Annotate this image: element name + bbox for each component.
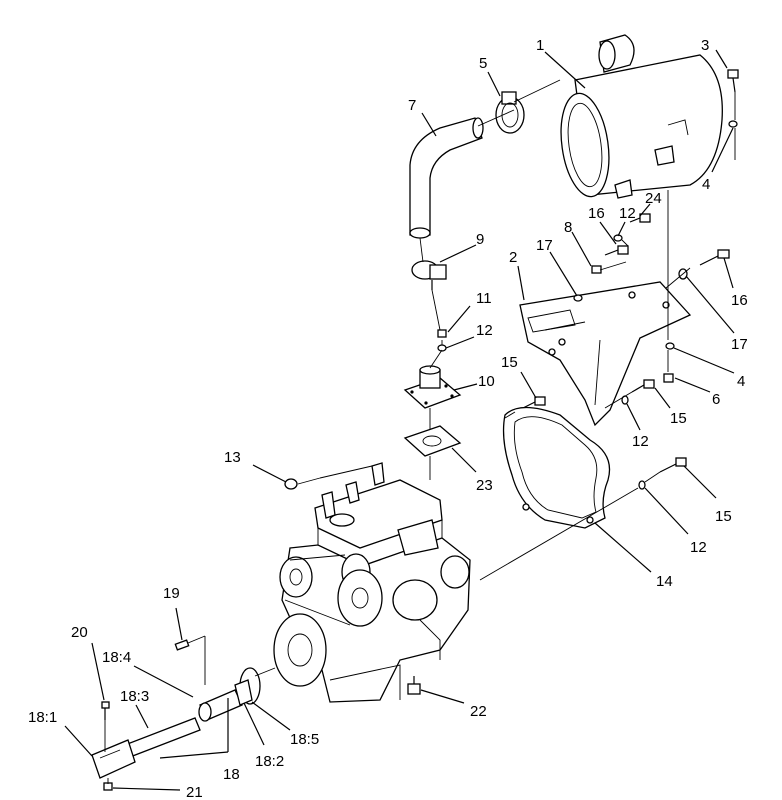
callout-1: 1 xyxy=(536,37,544,54)
callout-3: 3 xyxy=(701,37,709,54)
cap-screw-3 xyxy=(727,69,739,128)
callout-12b: 12 xyxy=(476,322,493,339)
callout-18-5: 18:5 xyxy=(290,731,319,748)
callout-18-3: 18:3 xyxy=(120,688,149,705)
callout-17b: 17 xyxy=(731,336,748,353)
callout-10: 10 xyxy=(478,373,495,390)
washer-4-right xyxy=(665,342,675,350)
bolt-24 xyxy=(629,213,651,223)
assembly-lines xyxy=(104,79,736,784)
bolt-16-right xyxy=(699,249,730,266)
callout-4a: 4 xyxy=(702,176,710,193)
callout-12c: 12 xyxy=(632,433,649,450)
callout-16b: 16 xyxy=(731,292,748,309)
callout-21: 21 xyxy=(186,784,203,800)
callout-17a: 17 xyxy=(536,237,553,254)
clamp-9 xyxy=(411,260,447,290)
callout-22: 22 xyxy=(470,703,487,720)
nut-11 xyxy=(437,329,447,338)
callout-5: 5 xyxy=(479,55,487,72)
callout-15a: 15 xyxy=(501,354,518,371)
callout-20: 20 xyxy=(71,624,88,641)
nut-21 xyxy=(103,782,113,791)
muffler xyxy=(560,34,723,199)
callout-labels: 1 3 5 7 4 24 16 12 8 17 9 2 16 11 12 17 … xyxy=(28,37,748,800)
clamp-5 xyxy=(495,91,525,134)
callout-18-2: 18:2 xyxy=(255,753,284,770)
callout-7: 7 xyxy=(408,97,416,114)
callout-19: 19 xyxy=(163,585,180,602)
sensor-22 xyxy=(407,676,421,695)
plug-13 xyxy=(284,478,298,490)
callout-16a: 16 xyxy=(588,205,605,222)
callout-6: 6 xyxy=(712,391,720,408)
bolt-20 xyxy=(101,701,110,720)
callout-18-1: 18:1 xyxy=(28,709,57,726)
callout-14: 14 xyxy=(656,573,673,590)
drive-shaft-assembly xyxy=(91,667,261,779)
callout-12a: 12 xyxy=(619,205,636,222)
callout-24: 24 xyxy=(645,190,662,207)
callout-4b: 4 xyxy=(737,373,745,390)
flange-10 xyxy=(403,365,462,409)
callout-9: 9 xyxy=(476,231,484,248)
set-screw-19 xyxy=(174,639,190,651)
tailpipe-7 xyxy=(409,117,484,239)
fan-shroud-14 xyxy=(502,406,611,529)
leader-lines xyxy=(64,49,735,791)
bolt-16-bracket xyxy=(604,245,629,256)
callout-11: 11 xyxy=(476,290,492,307)
callout-8: 8 xyxy=(564,219,572,236)
callout-23: 23 xyxy=(476,477,493,494)
nut-8 xyxy=(591,265,602,274)
callout-12d: 12 xyxy=(690,539,707,556)
callout-13: 13 xyxy=(224,449,241,466)
callout-18-4: 18:4 xyxy=(102,649,131,666)
nut-6 xyxy=(663,373,674,383)
engine-block xyxy=(273,462,471,703)
callout-2: 2 xyxy=(509,249,517,266)
callout-15b: 15 xyxy=(670,410,687,427)
callout-15c: 15 xyxy=(715,508,732,525)
bolt-15-mid xyxy=(631,379,655,393)
washer-12-right xyxy=(638,480,646,490)
muffler-bracket-2 xyxy=(519,281,692,427)
gasket-23 xyxy=(403,425,462,457)
washer-17-bracket xyxy=(573,294,583,302)
callout-18: 18 xyxy=(223,766,240,783)
bolt-15-right xyxy=(659,457,687,473)
